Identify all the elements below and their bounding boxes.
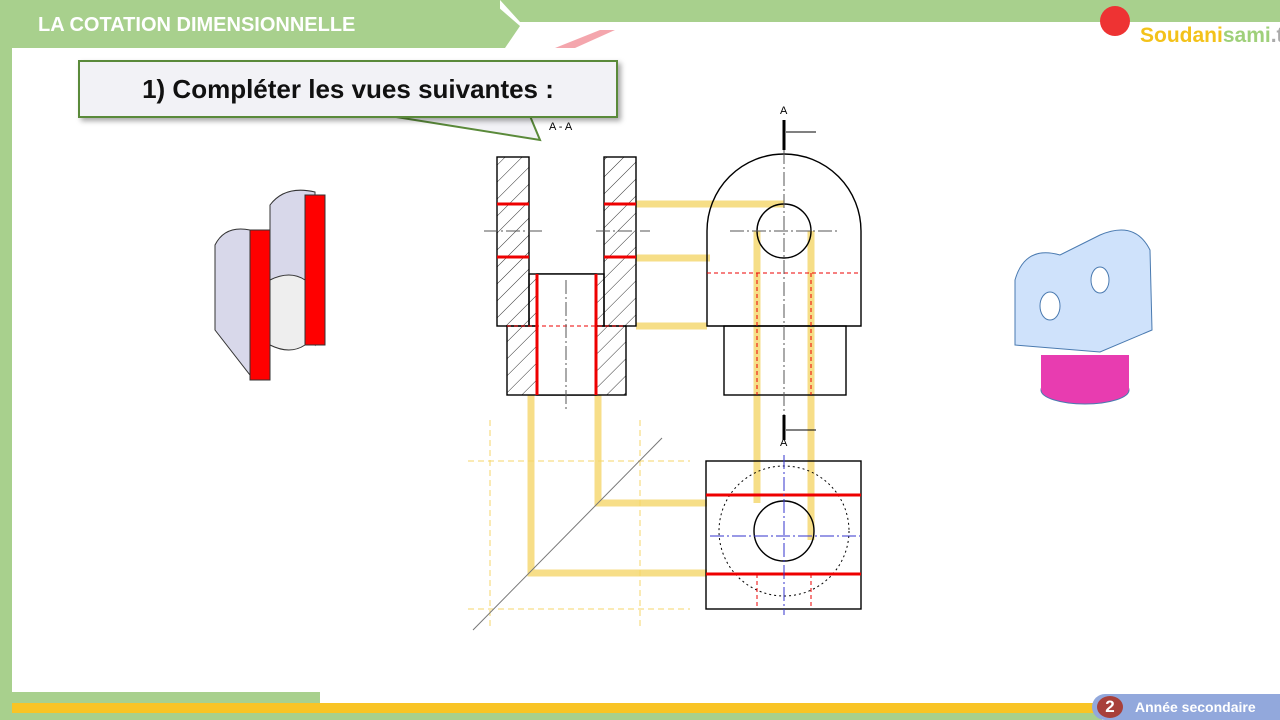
section-label: A - A — [549, 121, 573, 133]
isometric-3d-model — [1014, 229, 1153, 405]
logo-text-2: sami — [1222, 24, 1271, 47]
cut-label-bottom: A — [780, 437, 788, 449]
logo-text-1: Soudani — [1140, 24, 1223, 47]
cut-label-top: A — [780, 105, 788, 117]
miter-line — [472, 437, 663, 631]
site-logo[interactable]: Soudanisami.tn — [1140, 24, 1280, 48]
level-label: Année secondaire — [1135, 699, 1256, 715]
level-badge: 2 Année secondaire — [1092, 694, 1280, 720]
instruction-callout: 1) Compléter les vues suivantes : — [78, 60, 618, 118]
logo-text-3: .tn — [1270, 24, 1280, 47]
section-3d-model — [214, 189, 326, 381]
slide-title: LA COTATION DIMENSIONNELLE — [38, 14, 356, 36]
pencil-logo-icon — [1100, 6, 1130, 36]
level-number: 2 — [1097, 696, 1123, 718]
projection-lines — [468, 420, 690, 630]
